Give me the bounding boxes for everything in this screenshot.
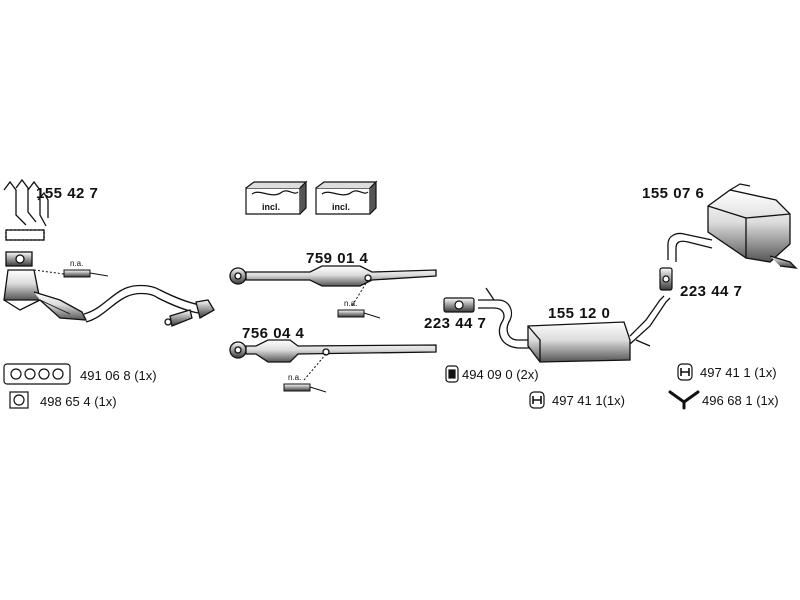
clamp-right <box>659 267 673 291</box>
y-hanger-icon <box>668 390 700 410</box>
accessory-rubber-mount-2x: 494 09 0 (2x) <box>462 367 539 382</box>
rubber-mount-mid-icon <box>529 391 545 409</box>
lambda-sensor-pipe-b <box>283 353 327 393</box>
accessory-rubber-mount-mid: 497 41 1(1x) <box>552 393 625 408</box>
part-number-manifold-catalyst: 155 42 7 <box>36 185 99 202</box>
gasket-4port-icon <box>3 363 71 385</box>
part-number-front-pipe-a: 759 01 4 <box>306 250 369 267</box>
incl-box-2 <box>315 180 378 215</box>
front-pipe-756044 <box>229 339 437 363</box>
accessory-gasket-4port: 491 06 8 (1x) <box>80 368 157 383</box>
na-label-pipe-b: n.a. <box>288 373 302 382</box>
lambda-sensor-manifold <box>33 269 109 278</box>
manifold-catalyst-assembly <box>3 178 215 327</box>
middle-silencer-155120 <box>478 287 671 363</box>
na-label-pipe-a: n.a. <box>344 299 358 308</box>
rear-silencer-155076 <box>667 183 798 269</box>
part-number-clamp-left: 223 44 7 <box>424 315 487 332</box>
accessory-rubber-mount-right: 497 41 1 (1x) <box>700 365 777 380</box>
part-number-rear-silencer: 155 07 6 <box>642 185 705 202</box>
part-number-front-pipe-b: 756 04 4 <box>242 325 305 342</box>
rubber-mount-right-icon <box>677 363 693 381</box>
gasket-square-icon <box>9 391 29 409</box>
clamp-left <box>443 297 475 313</box>
incl-box-1 <box>245 180 308 215</box>
front-pipe-759014 <box>229 265 437 287</box>
incl-label-2: incl. <box>332 202 351 212</box>
rubber-mount-2x-icon <box>445 365 459 383</box>
accessory-gasket-square: 498 65 4 (1x) <box>40 394 117 409</box>
lambda-sensor-pipe-a <box>337 279 381 319</box>
na-label-manifold: n.a. <box>70 259 84 268</box>
accessory-y-hanger: 496 68 1 (1x) <box>702 393 779 408</box>
part-number-clamp-right: 223 44 7 <box>680 283 743 300</box>
incl-label-1: incl. <box>262 202 281 212</box>
part-number-middle-silencer: 155 12 0 <box>548 305 611 322</box>
